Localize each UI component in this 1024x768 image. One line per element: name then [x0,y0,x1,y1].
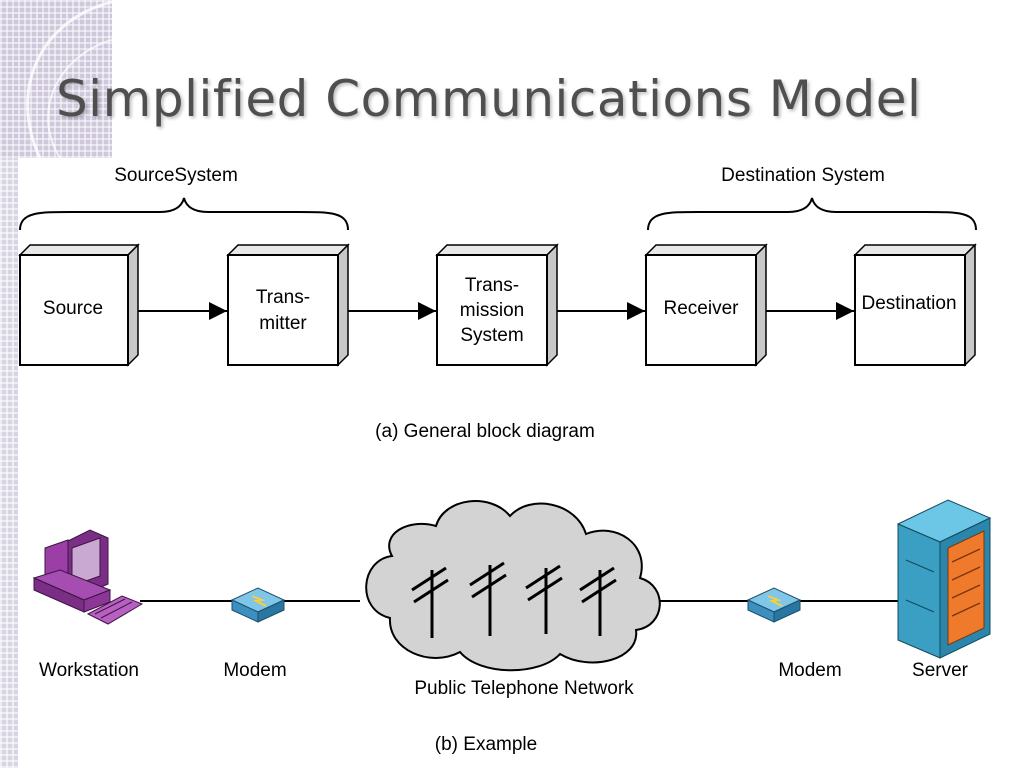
transmission-system-label-line-2: mission [460,300,524,321]
modem-icon [230,587,286,623]
source-block: Source [18,243,140,367]
network-label: Public Telephone Network [414,678,634,699]
transmitter-label-line-2: mitter [259,313,307,334]
transmitter-block: Trans- mitter [226,243,350,367]
destination-system-brace [647,197,977,231]
telephone-pole-icon [411,566,449,638]
receiver-block: Receiver [644,243,768,367]
background-pattern-strip [0,0,18,768]
server-icon [896,499,992,659]
corner-pattern-tile [0,0,112,158]
workstation-icon [32,529,144,625]
source-label: Source [43,298,103,319]
corner-arcs-decoration [26,0,112,158]
workstation-label: Workstation [39,660,139,681]
slide-title: Simplified Communications Model [56,70,922,128]
transmission-system-block: Trans- mission System [435,243,559,367]
modem-icon [746,587,802,623]
caption-example: (b) Example [435,734,537,755]
telephone-pole-icon [579,566,617,636]
server-label: Server [912,660,969,681]
source-system-label: SourceSystem [114,165,238,186]
source-system-brace [19,197,349,231]
transmission-system-label-line-1: Trans- [465,275,519,296]
caption-general-block-diagram: (a) General block diagram [375,421,595,442]
transmitter-label-line-1: Trans- [256,287,310,308]
destination-block: Destination [853,243,977,367]
receiver-label: Receiver [664,298,740,319]
destination-label: Destination [861,293,956,314]
destination-system-label: Destination System [721,165,885,186]
transmission-system-label-line-3: System [460,325,523,346]
telephone-pole-icon [469,561,507,636]
modem-right-label: Modem [778,660,841,681]
telephone-pole-icon [525,564,563,634]
cloud-icon [365,500,661,672]
modem-left-label: Modem [223,660,286,681]
